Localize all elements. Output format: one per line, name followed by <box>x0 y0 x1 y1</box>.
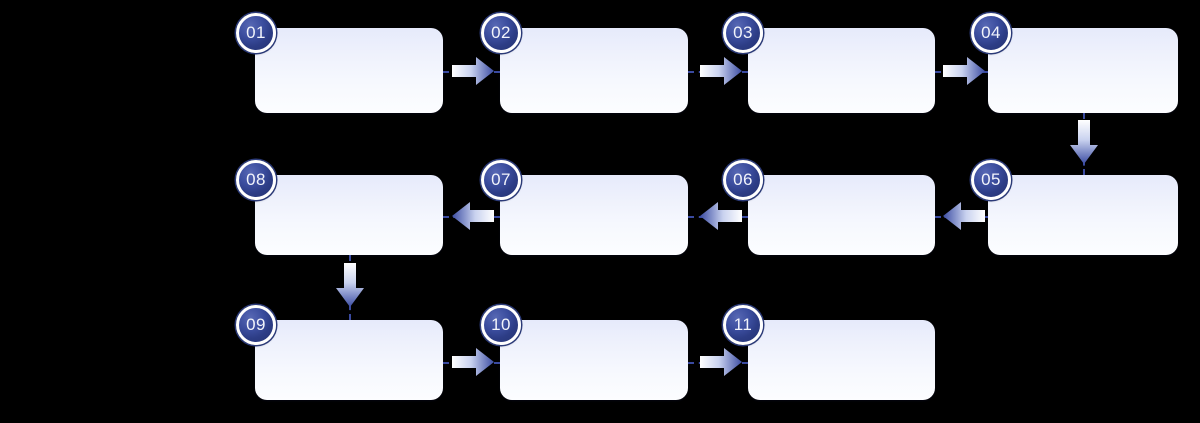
process-box-08[interactable] <box>255 175 443 255</box>
arrow-06-07 <box>700 201 742 231</box>
step-badge-11-number: 11 <box>733 315 753 334</box>
step-badge-04[interactable]: 04 <box>971 13 1011 53</box>
process-box-01[interactable] <box>255 28 443 113</box>
arrow-07-08 <box>452 201 494 231</box>
arrow-05-06 <box>943 201 985 231</box>
arrow-02-03 <box>700 56 742 86</box>
process-box-06[interactable] <box>748 175 935 255</box>
step-badge-10-number: 10 <box>491 315 511 334</box>
arrow-01-02 <box>452 56 494 86</box>
process-box-10[interactable] <box>500 320 688 400</box>
process-box-05[interactable] <box>988 175 1178 255</box>
step-badge-11[interactable]: 11 <box>723 305 763 345</box>
process-box-03[interactable] <box>748 28 935 113</box>
step-badge-07-number: 07 <box>491 170 511 189</box>
process-box-04[interactable] <box>988 28 1178 113</box>
step-badge-10[interactable]: 10 <box>481 305 521 345</box>
step-badge-08-number: 08 <box>246 170 266 189</box>
step-badge-09[interactable]: 09 <box>236 305 276 345</box>
process-box-07[interactable] <box>500 175 688 255</box>
arrow-08-09 <box>335 263 365 307</box>
step-badge-03[interactable]: 03 <box>723 13 763 53</box>
arrow-09-10 <box>452 347 494 377</box>
step-badge-04-number: 04 <box>981 23 1001 42</box>
step-badge-01[interactable]: 01 <box>236 13 276 53</box>
step-badge-05-number: 05 <box>981 170 1001 189</box>
step-badge-06-number: 06 <box>733 170 753 189</box>
process-box-02[interactable] <box>500 28 688 113</box>
step-badge-06[interactable]: 06 <box>723 160 763 200</box>
step-badge-03-number: 03 <box>733 23 753 42</box>
step-badge-08[interactable]: 08 <box>236 160 276 200</box>
step-badge-02[interactable]: 02 <box>481 13 521 53</box>
step-badge-01-number: 01 <box>246 23 266 42</box>
step-badge-05[interactable]: 05 <box>971 160 1011 200</box>
arrow-10-11 <box>700 347 742 377</box>
arrow-03-04 <box>943 56 985 86</box>
step-badge-07[interactable]: 07 <box>481 160 521 200</box>
step-badge-02-number: 02 <box>491 23 511 42</box>
step-badge-09-number: 09 <box>246 315 266 334</box>
arrow-04-05 <box>1069 120 1099 164</box>
process-box-09[interactable] <box>255 320 443 400</box>
process-box-11[interactable] <box>748 320 935 400</box>
